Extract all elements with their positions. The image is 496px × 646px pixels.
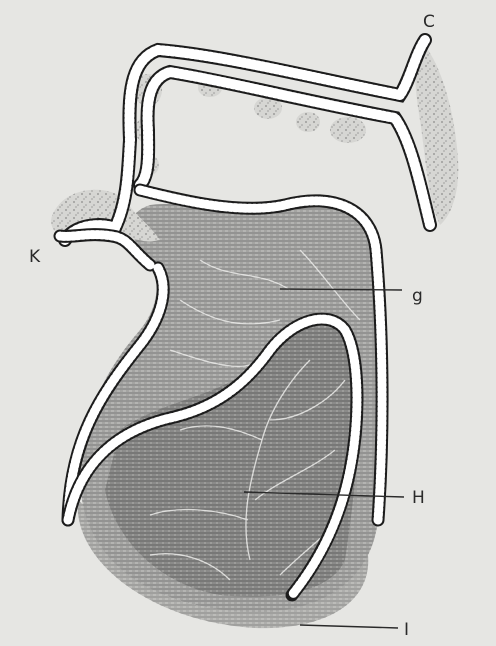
label-i: I [404, 620, 409, 640]
label-c: C [423, 12, 435, 32]
label-k: K [29, 247, 41, 267]
leader-g [280, 289, 402, 290]
label-g: g [412, 286, 423, 306]
label-h: H [412, 488, 425, 508]
